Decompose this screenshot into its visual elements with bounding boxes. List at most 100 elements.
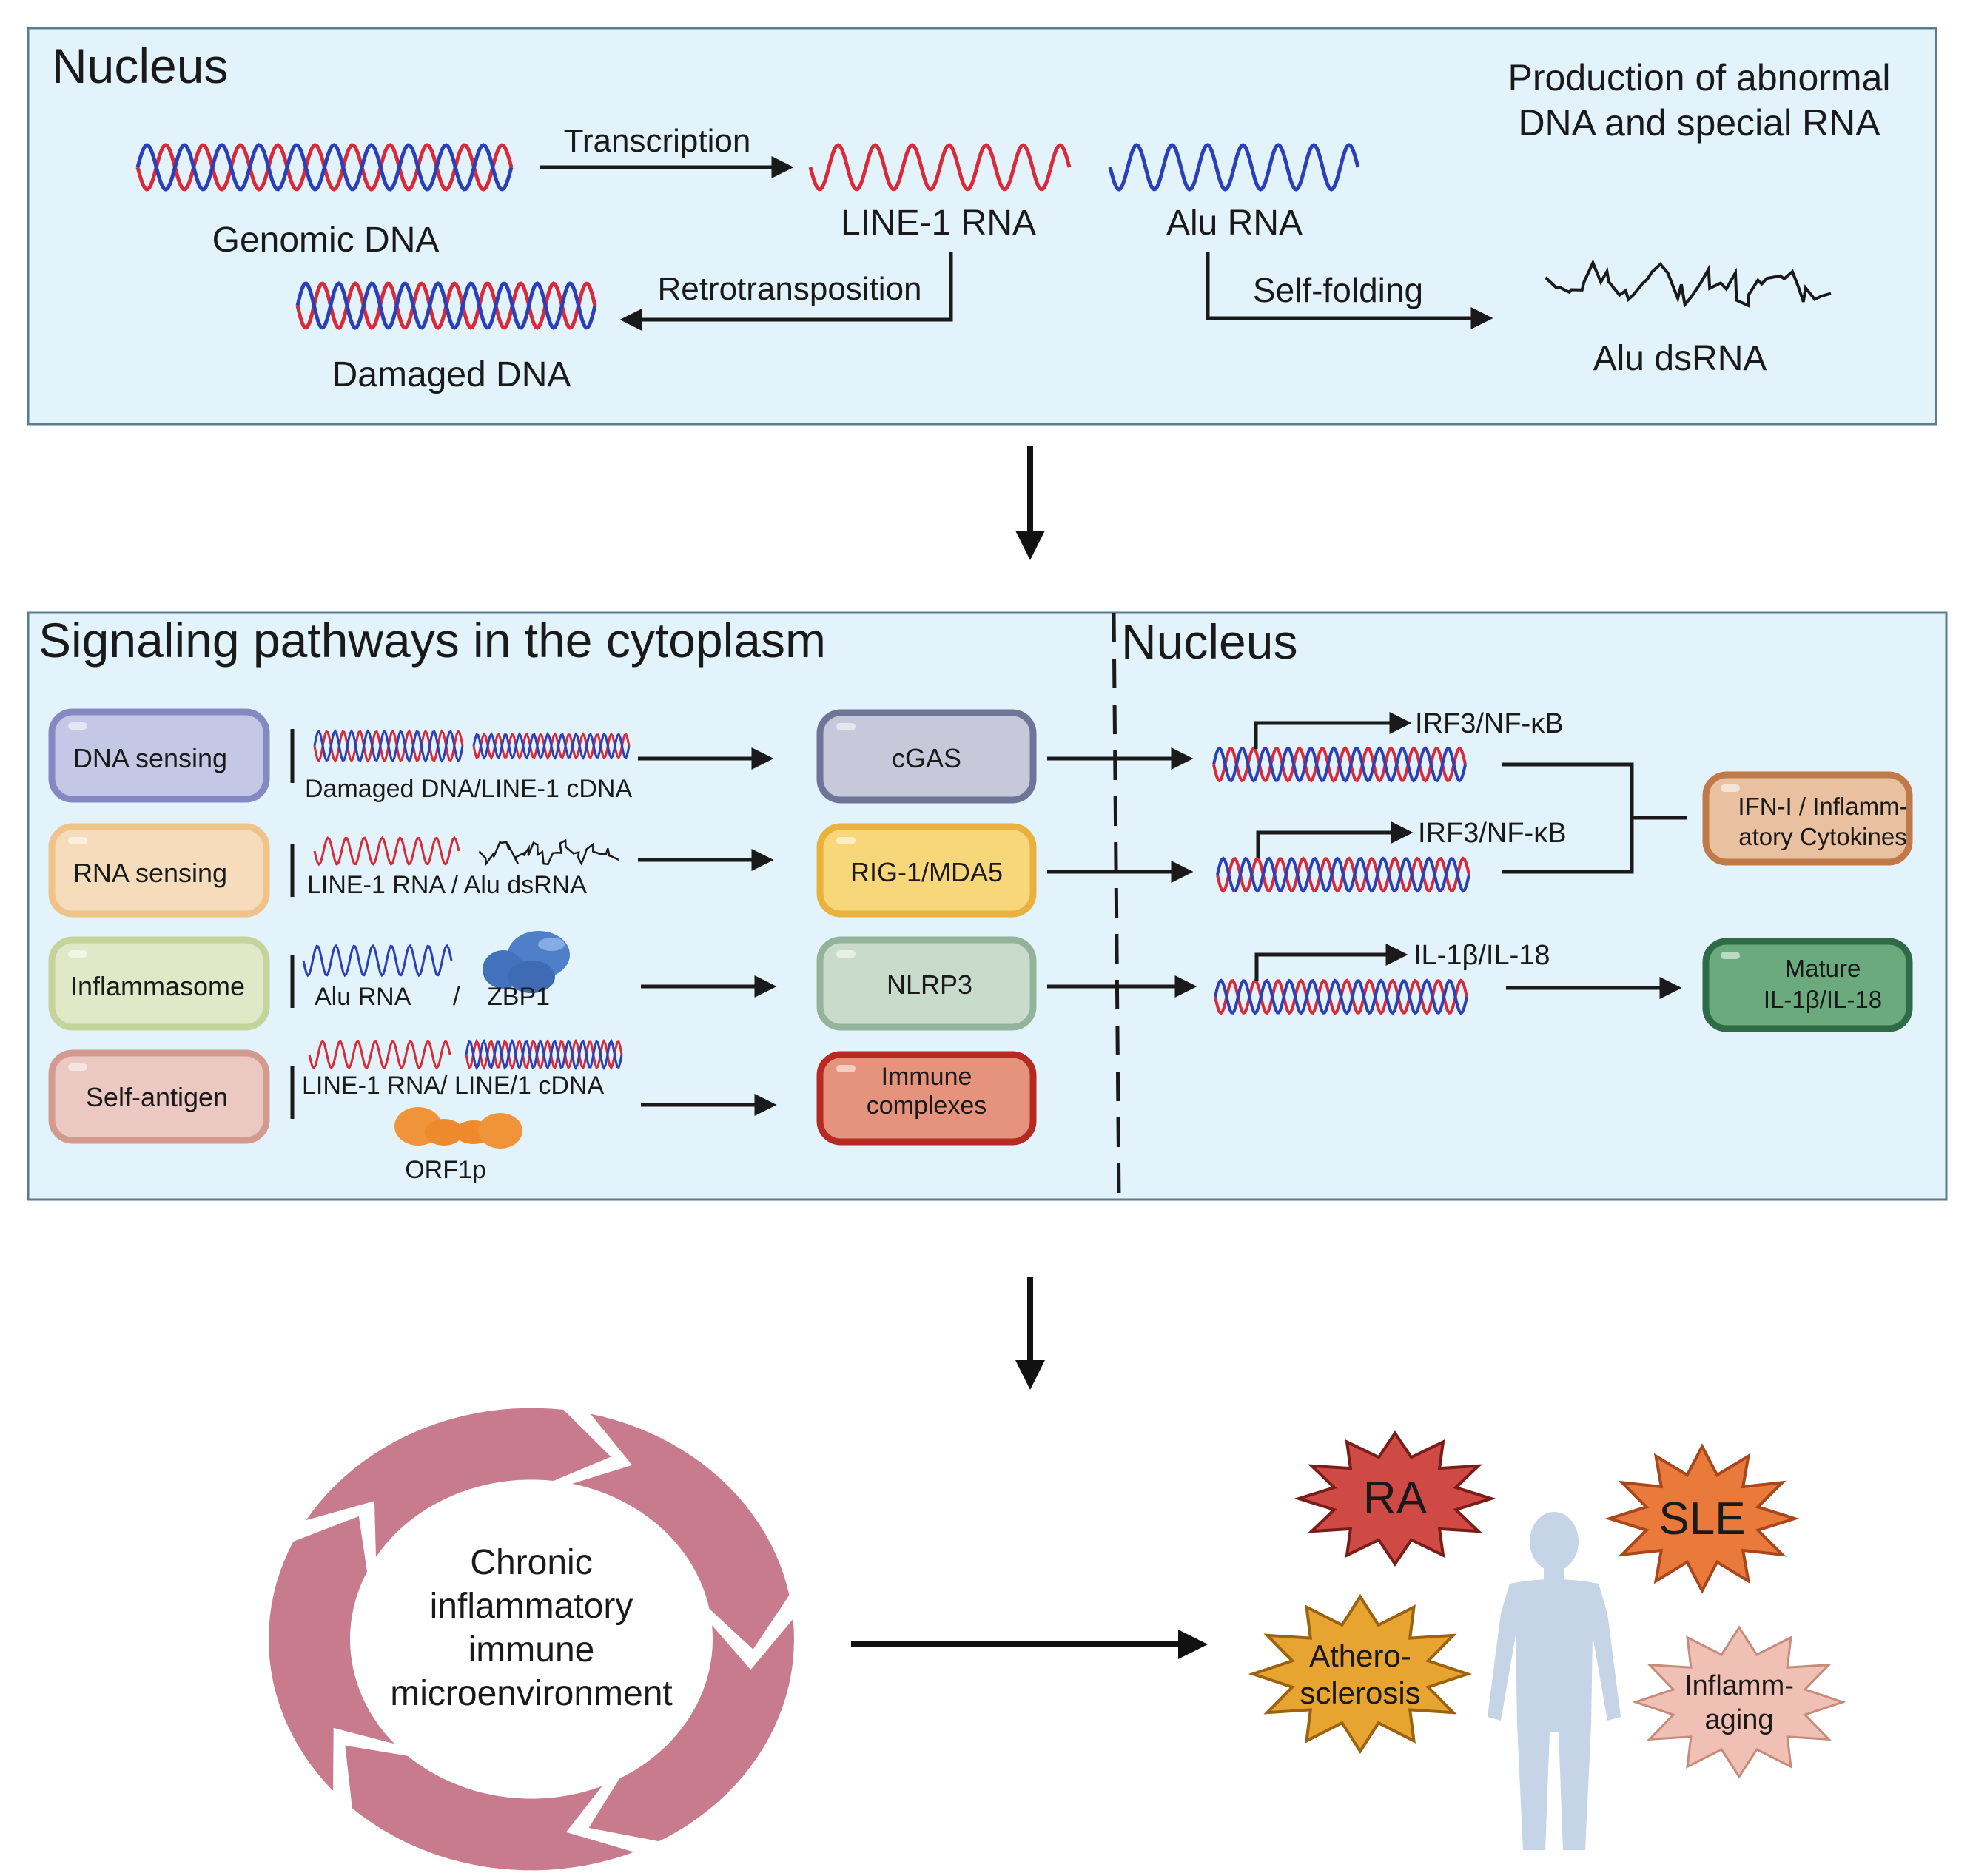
rna-sensing-box	[48, 823, 270, 918]
ra-label: RA	[1363, 1473, 1428, 1524]
dna-sensing-label: DNA sensing	[73, 743, 227, 773]
ifn-cytokines-line1: IFN-I / Inflamm-	[1738, 793, 1907, 820]
inflammaging-line1: Inflamm-	[1684, 1670, 1794, 1701]
line1-rna-mini-strand	[313, 836, 460, 867]
mature-il1b-shine	[1721, 952, 1740, 959]
rna-sensing-ligand-label: LINE-1 RNA / Alu dsRNA	[307, 871, 587, 899]
immune-complexes-line1: Immune	[881, 1063, 972, 1091]
ifn-shine	[1721, 784, 1740, 792]
cytoplasm-nucleus-divider	[1112, 612, 1121, 1200]
row-inflammasome: Inflammasome Alu RNA / ZBP1 NLRP3 IL-1β	[48, 931, 1913, 1032]
sle-starburst	[1604, 1443, 1800, 1594]
alu-dsrna-label: Alu dsRNA	[1593, 339, 1767, 378]
inflammaging-starburst	[1632, 1625, 1846, 1779]
damaged-dna-helix	[295, 281, 597, 330]
il1b-gene-helix	[1214, 978, 1468, 1015]
irf3-promoter-arrow-1	[1254, 712, 1412, 749]
il1b-promoter-arrow	[1254, 944, 1408, 981]
alu-rna-mini-strand	[302, 944, 453, 978]
rig-mda5-box	[816, 823, 1037, 918]
damaged-dna-label: Damaged DNA	[332, 355, 571, 394]
inflammasome-box	[48, 936, 270, 1031]
nlrp3-label: NLRP3	[887, 969, 972, 1000]
bottom-outcomes: Chronic inflammatory immune microenviron…	[269, 1408, 1846, 1871]
genomic-dna-label: Genomic DNA	[212, 221, 440, 260]
irf3-gene-label-1: IRF3/NF-κB	[1415, 708, 1564, 739]
inflammasome-label: Inflammasome	[70, 971, 245, 1001]
self-antigen-shine	[68, 1063, 87, 1071]
line1-rna-strand	[808, 143, 1072, 192]
top-panel-box	[27, 27, 1937, 426]
self-antigen-box	[48, 1049, 270, 1144]
cycle-line1: Chronic	[470, 1543, 592, 1582]
irf3-promoter-arrow-2	[1256, 821, 1414, 858]
atherosclerosis-starburst	[1248, 1593, 1473, 1755]
nlrp3-box	[816, 936, 1037, 1031]
top-panel-note-line1: Production of abnormal	[1508, 57, 1891, 98]
inflammaging-line2: aging	[1705, 1704, 1774, 1735]
rig-mda5-label: RIG-1/MDA5	[850, 857, 1003, 887]
orf1p-protein-shape	[394, 1107, 522, 1149]
irf3-gene-helix-2	[1216, 856, 1470, 893]
nlrp3-shine	[836, 950, 856, 958]
immune-complexes-box	[816, 1051, 1037, 1146]
sle-label: SLE	[1658, 1493, 1745, 1544]
irf3-gene-helix-1	[1212, 746, 1467, 783]
signaling-panel: Signaling pathways in the cytoplasm Nucl…	[27, 611, 1948, 1201]
mature-il1b-box	[1702, 938, 1913, 1032]
retrotransposition-arrow	[619, 252, 953, 331]
self-folding-label: Self-folding	[1253, 271, 1423, 309]
ifn-cytokines-line2: atory Cytokines	[1738, 823, 1906, 850]
retrotransposition-label: Retrotransposition	[657, 271, 921, 307]
cytoplasm-title: Signaling pathways in the cytoplasm	[38, 613, 826, 668]
inflammasome-ligand-a: Alu RNA	[315, 983, 411, 1011]
line1-rna-mini-strand-2	[308, 1039, 451, 1070]
top-panel-note-line2: DNA and special RNA	[1518, 102, 1880, 144]
line1-cdna-mini-helix-2	[465, 1038, 623, 1071]
alu-dsrna-shape	[1544, 259, 1832, 309]
il1b-gene-label: IL-1β/IL-18	[1414, 940, 1550, 971]
row-dna-sensing: DNA sensing Damaged DNA/LINE-1 cDNA cGAS…	[48, 708, 1564, 804]
row-self-antigen: Self-antigen LINE-1 RNA/ LINE/1 cDNA ORF…	[48, 1038, 1037, 1184]
cgas-box	[816, 709, 1037, 804]
inflammasome-ligand-b: ZBP1	[487, 983, 550, 1011]
inflammasome-ligand-sep: /	[453, 983, 460, 1011]
self-antigen-label: Self-antigen	[86, 1082, 228, 1112]
irf3-gene-label-2: IRF3/NF-κB	[1418, 818, 1567, 849]
damaged-dna-mini-helix	[313, 729, 464, 763]
self-folding-arrow	[1206, 252, 1493, 329]
self-antigen-ligand-label: LINE-1 RNA/ LINE/1 cDNA	[302, 1072, 604, 1100]
top-panel-title: Nucleus	[52, 38, 228, 93]
top-nucleus-panel: Nucleus Production of abnormal DNA and s…	[27, 27, 1937, 426]
ra-starburst	[1294, 1430, 1496, 1567]
chronic-inflammation-cycle	[269, 1408, 794, 1871]
alu-rna-strand	[1108, 143, 1360, 192]
dna-sensing-shine	[68, 722, 87, 730]
cycle-line3: immune	[468, 1630, 595, 1670]
nucleus-title: Nucleus	[1121, 614, 1297, 669]
rna-sensing-shine	[68, 837, 87, 844]
alu-rna-label: Alu RNA	[1166, 204, 1303, 243]
dna-sensing-ligand-label: Damaged DNA/LINE-1 cDNA	[305, 775, 632, 803]
orf1p-label: ORF1p	[405, 1156, 486, 1184]
alu-dsrna-mini-shape	[478, 838, 619, 867]
line1-cdna-mini-helix	[472, 732, 631, 760]
cycle-line2: inflammatory	[430, 1587, 633, 1626]
zbp1-protein-shape	[483, 931, 570, 993]
mature-il1b-line1: Mature	[1785, 955, 1861, 982]
rig-shine	[836, 837, 856, 844]
immune-complexes-shine	[836, 1065, 856, 1072]
row-rna-sensing: RNA sensing LINE-1 RNA / Alu dsRNA RIG-1…	[48, 818, 1567, 918]
mature-il1b-line2: IL-1β/IL-18	[1764, 986, 1882, 1013]
cgas-shine	[836, 723, 856, 730]
line1-rna-label: LINE-1 RNA	[841, 204, 1036, 243]
cycle-arrow-segments	[269, 1408, 794, 1871]
transcription-label: Transcription	[564, 123, 751, 159]
rna-sensing-label: RNA sensing	[73, 858, 227, 888]
inflammasome-shine	[68, 950, 87, 958]
cgas-label: cGAS	[892, 743, 961, 773]
ifn-cytokines-box	[1702, 771, 1913, 866]
cycle-line4: microenvironment	[390, 1674, 672, 1713]
immune-complexes-line2: complexes	[867, 1092, 987, 1120]
